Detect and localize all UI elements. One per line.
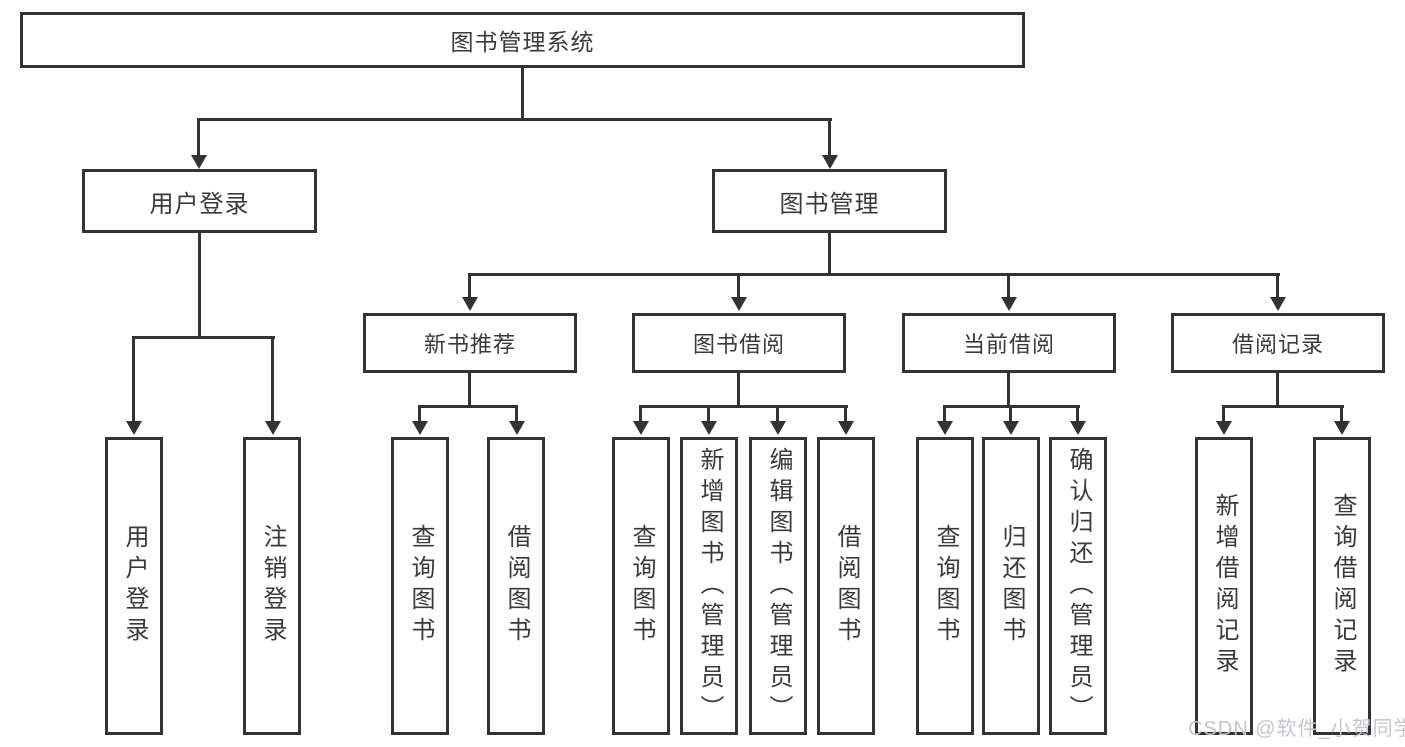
arrowhead-down-icon [1001,297,1017,311]
connector-arrow-shaft [1222,405,1225,424]
connector-arrow-shaft [468,273,471,300]
node-book-borrowing-label: 图书借阅 [692,332,785,357]
node-user-login-leaf-label: 用户登录 [121,524,148,648]
node-add-borrow-record: 新增借阅记录 [1195,437,1253,735]
connector-arrow-shaft [197,118,200,158]
connector-current-stem [1007,373,1010,408]
arrowhead-down-icon [1003,421,1019,435]
connector-newbook-stem [468,373,471,408]
node-edit-books-admin: 编辑图书（管理员） [749,437,807,735]
connector-records-hbar [1223,405,1344,408]
connector-arrow-shaft [1076,405,1079,424]
arrowhead-down-icon [822,155,838,169]
node-confirm-return-admin: 确认归还（管理员） [1049,437,1107,735]
node-root-label: 图书管理系统 [450,29,595,55]
arrowhead-down-icon [731,297,747,311]
node-book-management-label: 图书管理 [779,190,880,218]
connector-borrow-stem [737,373,740,408]
node-borrow-books-newbook-label: 借阅图书 [503,524,530,648]
connector-arrow-shaft [737,273,740,300]
node-new-book-recommendation-label: 新书推荐 [423,332,516,357]
connector-current-hbar [944,405,1080,408]
node-user-login-leaf: 用户登录 [105,437,163,735]
connector-arrow-shaft [776,405,779,424]
connector-arrow-shaft [943,405,946,424]
node-current-borrowing: 当前借阅 [902,313,1116,373]
connector-arrow-shaft [132,336,135,424]
connector-arrow-shaft [1009,405,1012,424]
arrowhead-down-icon [509,421,525,435]
node-query-books-borrow-label: 查询图书 [628,524,655,648]
connector-login-stem [198,233,201,339]
node-book-borrowing: 图书借阅 [632,313,846,373]
arrowhead-down-icon [462,297,478,311]
node-borrow-books-newbook: 借阅图书 [487,437,545,735]
node-root: 图书管理系统 [20,12,1025,68]
node-query-books-current-label: 查询图书 [932,524,959,648]
node-query-borrow-record-label: 查询借阅记录 [1329,493,1356,679]
node-book-management: 图书管理 [712,169,947,233]
connector-mgmt-hbar [468,273,1280,276]
arrowhead-down-icon [1070,421,1086,435]
node-query-books-current: 查询图书 [916,437,974,735]
arrowhead-down-icon [770,421,786,435]
node-borrow-books-borrow-label: 借阅图书 [833,524,860,648]
node-logout: 注销登录 [243,437,301,735]
connector-login-hbar [133,336,275,339]
connector-records-stem [1276,373,1279,408]
connector-root-hbar [198,118,832,121]
arrowhead-down-icon [1216,421,1232,435]
arrowhead-down-icon [412,421,428,435]
arrowhead-down-icon [701,421,717,435]
node-query-books-newbook: 查询图书 [391,437,449,735]
connector-arrow-shaft [707,405,710,424]
node-logout-label: 注销登录 [259,524,286,648]
node-add-books-admin-label: 新增图书（管理员） [696,446,723,726]
node-confirm-return-admin-label: 确认归还（管理员） [1065,446,1092,726]
node-add-borrow-record-label: 新增借阅记录 [1211,493,1238,679]
node-add-books-admin: 新增图书（管理员） [680,437,738,735]
node-borrowing-records-label: 借阅记录 [1231,332,1324,357]
node-new-book-recommendation: 新书推荐 [363,313,577,373]
arrowhead-down-icon [126,421,142,435]
arrowhead-down-icon [265,421,281,435]
connector-arrow-shaft [1276,273,1279,300]
connector-borrow-hbar [640,405,848,408]
node-borrowing-records: 借阅记录 [1171,313,1385,373]
connector-arrow-shaft [515,405,518,424]
node-user-login-label: 用户登录 [149,190,250,218]
arrowhead-down-icon [937,421,953,435]
node-borrow-books-borrow: 借阅图书 [817,437,875,735]
node-return-books: 归还图书 [982,437,1040,735]
arrowhead-down-icon [1334,421,1350,435]
connector-arrow-shaft [844,405,847,424]
connector-arrow-shaft [1340,405,1343,424]
connector-newbook-hbar [419,405,518,408]
connector-arrow-shaft [828,118,831,158]
node-return-books-label: 归还图书 [998,524,1025,648]
watermark-text: CSDN @软件_小贺同学 [1188,718,1405,740]
arrowhead-down-icon [633,421,649,435]
connector-mgmt-stem [828,233,831,276]
node-query-borrow-record: 查询借阅记录 [1313,437,1371,735]
node-edit-books-admin-label: 编辑图书（管理员） [765,446,792,726]
connector-arrow-shaft [418,405,421,424]
node-user-login: 用户登录 [82,169,317,233]
connector-arrow-shaft [271,336,274,424]
connector-arrow-shaft [639,405,642,424]
node-current-borrowing-label: 当前借阅 [962,332,1055,357]
arrowhead-down-icon [838,421,854,435]
node-query-books-borrow: 查询图书 [612,437,670,735]
connector-arrow-shaft [1007,273,1010,300]
arrowhead-down-icon [1270,297,1286,311]
connector-root-stem [521,68,524,121]
node-query-books-newbook-label: 查询图书 [407,524,434,648]
arrowhead-down-icon [191,155,207,169]
